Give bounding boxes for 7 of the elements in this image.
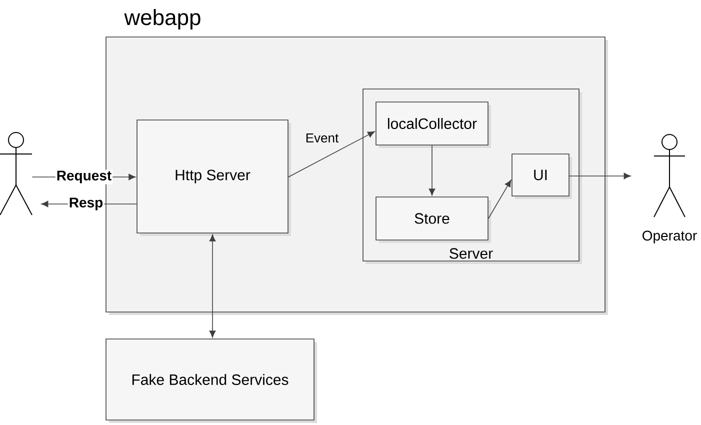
container-heading: webapp — [124, 9, 200, 30]
stick-figure — [654, 134, 686, 218]
edge-label: Request — [55, 170, 113, 184]
process-box: Fake Backend Services — [106, 338, 317, 423]
figure-caption: Operator — [642, 230, 697, 244]
stick-figure — [0, 132, 33, 216]
edge-label: Resp — [68, 196, 104, 212]
